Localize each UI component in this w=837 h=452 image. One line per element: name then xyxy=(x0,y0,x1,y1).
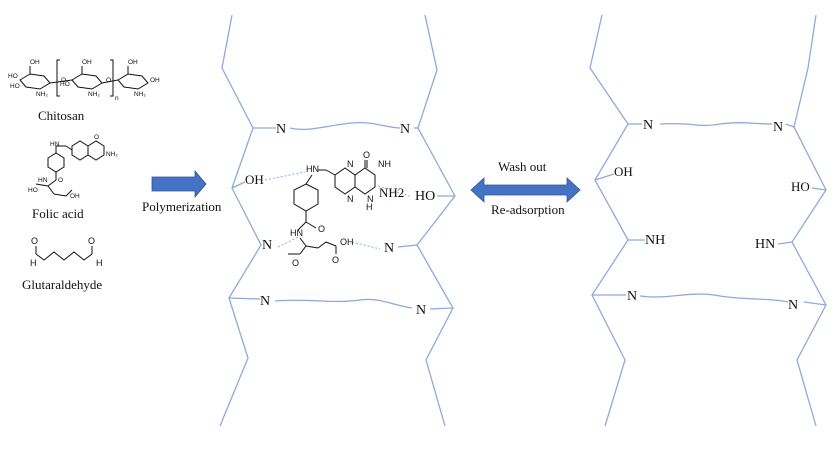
imine-n-bottom-left: N xyxy=(260,294,270,309)
svg-text:O: O xyxy=(292,258,299,268)
svg-text:H: H xyxy=(96,258,103,268)
empty-imine-n-bottom-right: N xyxy=(788,298,798,313)
svg-text:OH: OH xyxy=(150,77,160,84)
empty-cavity-chains xyxy=(589,14,827,427)
empty-imine-n-top-right: N xyxy=(773,120,783,135)
svg-text:HN: HN xyxy=(290,228,303,238)
wash-readsorb-arrow-icon xyxy=(470,177,581,203)
svg-text:HO: HO xyxy=(8,73,18,80)
glutaraldehyde-label: Glutaraldehyde xyxy=(22,277,102,292)
svg-text:HN: HN xyxy=(50,141,60,148)
svg-text:HN: HN xyxy=(306,164,319,174)
svg-text:H: H xyxy=(366,202,373,212)
svg-text:n: n xyxy=(115,95,119,102)
empty-amine-hn: HN xyxy=(755,237,775,252)
svg-text:O: O xyxy=(106,77,111,84)
svg-text:O: O xyxy=(94,134,99,141)
svg-text:NH₂: NH₂ xyxy=(88,91,100,98)
svg-text:OH: OH xyxy=(30,59,40,66)
svg-text:NH: NH xyxy=(378,159,391,169)
svg-text:O: O xyxy=(318,224,325,234)
chitosan-label: Chitosan xyxy=(38,108,85,123)
svg-text:NH₂: NH₂ xyxy=(36,91,48,98)
svg-text:O: O xyxy=(58,177,63,184)
wash-out-label: Wash out xyxy=(498,159,547,174)
svg-text:OH: OH xyxy=(70,193,80,200)
svg-text:HO: HO xyxy=(10,83,20,90)
empty-hydroxyl-ho: HO xyxy=(791,179,810,194)
svg-text:O: O xyxy=(61,77,66,84)
polymerization-label: Polymerization xyxy=(142,199,222,214)
svg-text:HN: HN xyxy=(38,177,48,184)
empty-amine-nh: NH xyxy=(645,233,665,248)
folic-acid-template: O N N N H NH HN NH2 O HN O O OH xyxy=(264,150,411,268)
svg-text:NH₂: NH₂ xyxy=(134,91,146,98)
svg-text:OH: OH xyxy=(82,59,92,66)
empty-imine-n-top-left: N xyxy=(643,118,653,133)
imine-n-top-right: N xyxy=(400,122,410,137)
imprinted-polymer-chains xyxy=(219,14,456,427)
amide-n-mid-right: N xyxy=(384,241,394,256)
svg-text:N: N xyxy=(367,194,374,204)
svg-text:N: N xyxy=(347,194,354,204)
svg-text:O: O xyxy=(332,255,339,265)
empty-imine-n-bottom-left: N xyxy=(627,289,637,304)
svg-text:OH: OH xyxy=(128,59,138,66)
svg-text:N: N xyxy=(347,159,354,169)
svg-text:HO: HO xyxy=(28,187,38,194)
svg-text:NH₂: NH₂ xyxy=(106,151,118,158)
imine-n-top-left: N xyxy=(276,122,286,137)
polymerization-arrow-icon xyxy=(151,169,207,199)
folic-acid-label: Folic acid xyxy=(32,206,84,221)
svg-text:O: O xyxy=(88,236,95,246)
svg-text:OH: OH xyxy=(340,237,354,247)
svg-text:O: O xyxy=(363,150,370,160)
amide-n-mid-left: N xyxy=(262,238,272,253)
hydroxyl-oh-mid: OH xyxy=(245,172,264,187)
svg-text:O: O xyxy=(31,236,38,246)
empty-hydroxyl-oh: OH xyxy=(614,164,633,179)
folic-acid-structure: HN O NH₂ O HN HO OH xyxy=(28,134,118,200)
svg-text:HO: HO xyxy=(60,81,70,88)
svg-text:H: H xyxy=(30,258,37,268)
readsorption-label: Re-adsorption xyxy=(491,202,565,217)
glutaraldehyde-structure: O O H H xyxy=(30,236,103,268)
template-nh2: NH2 xyxy=(379,185,404,200)
imine-n-bottom-right: N xyxy=(416,303,426,318)
chitosan-structure: OH OH OH HO HO O O HO NH₂ NH₂ NH₂ n OH xyxy=(8,59,160,102)
hydroxyl-ho-mid: HO xyxy=(415,189,435,204)
